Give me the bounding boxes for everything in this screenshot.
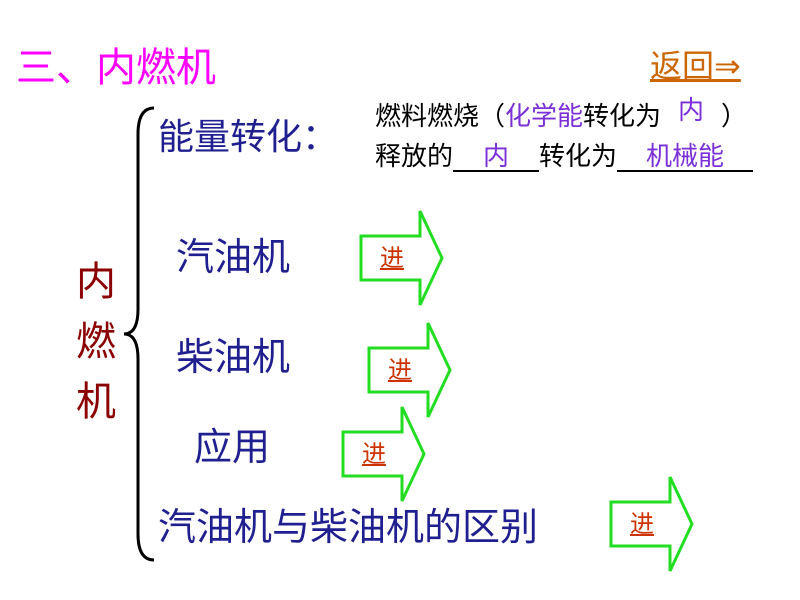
curly-brace <box>123 106 155 562</box>
enter-link[interactable]: 进 <box>388 356 412 384</box>
line2-answer: 内 <box>453 144 540 172</box>
item-difference: 汽油机与柴油机的区别 <box>158 505 539 549</box>
enter-button-diesel[interactable]: 进 <box>366 320 454 420</box>
enter-link[interactable]: 进 <box>362 440 386 468</box>
energy-conversion-label: 能量转化： <box>158 117 339 158</box>
line2-answer2: 机械能 <box>617 144 754 172</box>
side-label-char-3: 机 <box>76 379 116 425</box>
line1-prefix: 燃料燃烧（ <box>375 102 506 132</box>
page-title: 三、内燃机 <box>16 45 216 91</box>
side-label-char-2: 燃 <box>76 319 116 365</box>
side-label-char-1: 内 <box>76 259 116 305</box>
energy-line-2: 释放的内转化为机械能 <box>375 142 754 172</box>
enter-button-gasoline[interactable]: 进 <box>358 208 446 308</box>
line1-answer2: 内 <box>678 96 705 126</box>
item-application: 应用 <box>194 425 271 469</box>
enter-link[interactable]: 进 <box>630 510 654 538</box>
line1-answer: 化学能 <box>505 102 584 132</box>
back-link[interactable]: 返回⇒ <box>650 47 741 85</box>
line2-prefix: 释放的 <box>375 142 454 172</box>
enter-button-difference[interactable]: 进 <box>608 474 696 574</box>
line1-mid: 转化为 <box>583 102 662 132</box>
line1-suffix: ） <box>721 102 748 132</box>
item-gasoline-engine: 汽油机 <box>176 235 291 279</box>
energy-line-1: 燃料燃烧（化学能转化为内 ） <box>375 98 748 132</box>
item-diesel-engine: 柴油机 <box>176 335 291 379</box>
enter-link[interactable]: 进 <box>380 244 404 272</box>
enter-button-application[interactable]: 进 <box>340 404 428 504</box>
line2-mid: 转化为 <box>539 142 618 172</box>
